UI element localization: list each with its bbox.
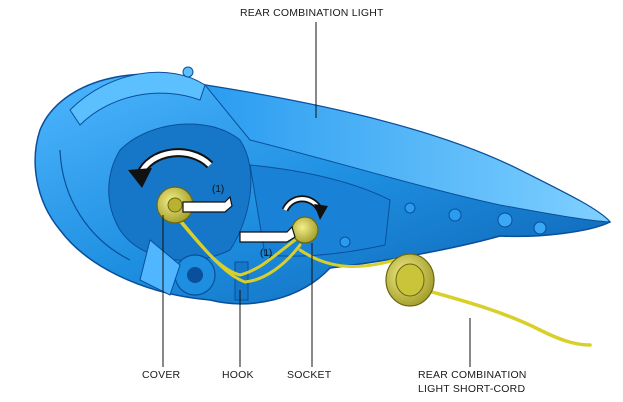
cover-bulb xyxy=(156,186,194,224)
label-hook: HOOK xyxy=(222,369,254,381)
label-socket: SOCKET xyxy=(287,369,332,381)
step-marker-1a: (1) xyxy=(212,184,224,195)
lamp-housing xyxy=(34,66,612,305)
label-short-cord-line2: LIGHT SHORT-CORD xyxy=(418,383,526,395)
wiring xyxy=(173,213,592,347)
pull-arrow-socket xyxy=(239,225,296,243)
label-cover: COVER xyxy=(142,369,181,381)
pull-arrow-cover xyxy=(182,195,233,213)
rotate-arrow-left xyxy=(128,148,214,188)
leader-lines xyxy=(162,22,471,367)
rotate-arrow-right xyxy=(281,195,328,220)
label-short-cord-line1: REAR COMBINATION xyxy=(418,369,527,381)
socket-bulb xyxy=(291,216,319,244)
step-marker-1b: (1) xyxy=(260,248,272,259)
short-cord-grommet xyxy=(385,253,435,307)
label-rear-combination-light: REAR COMBINATION LIGHT xyxy=(240,7,384,19)
